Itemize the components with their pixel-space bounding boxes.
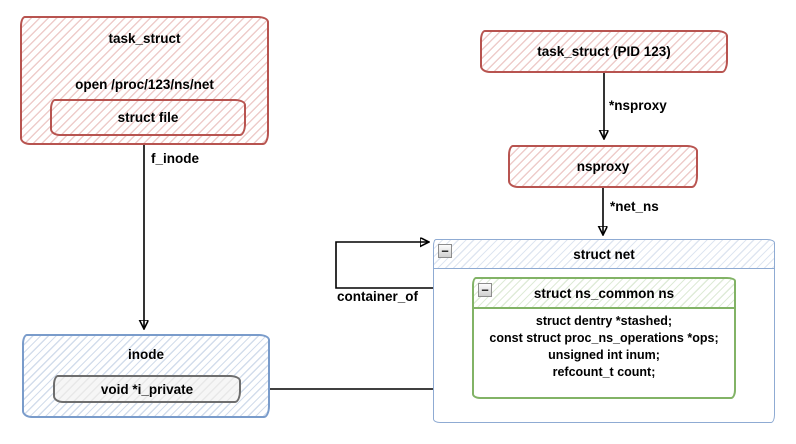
- node-title: struct ns_common ns: [533, 285, 675, 301]
- field-line: unsigned int inum;: [548, 348, 660, 362]
- minus-icon: −: [481, 283, 489, 297]
- node-title: task_struct: [108, 31, 181, 46]
- open-proc-path-text: open /proc/123/ns/net: [75, 77, 214, 92]
- node-title: inode: [128, 347, 164, 362]
- edge-label-container-of: container_of: [337, 289, 419, 304]
- node-title: struct file: [117, 110, 179, 125]
- field-line: struct dentry *stashed;: [535, 314, 673, 328]
- node-title: task_struct (PID 123): [537, 44, 671, 59]
- node-task-struct-pid[interactable]: task_struct (PID 123): [480, 30, 728, 73]
- field-line: const struct proc_ns_operations *ops;: [489, 331, 719, 345]
- minus-icon: −: [441, 244, 449, 258]
- node-title: void *i_private: [100, 381, 194, 397]
- ns-common-titlebar: struct ns_common ns: [474, 279, 734, 309]
- node-title: nsproxy: [576, 159, 630, 174]
- field-line: refcount_t count;: [552, 365, 656, 379]
- node-inode[interactable]: inode void *i_private: [22, 334, 270, 418]
- node-nsproxy[interactable]: nsproxy: [508, 145, 698, 188]
- edge-label-nsproxy: *nsproxy: [609, 98, 667, 113]
- collapse-button[interactable]: −: [438, 244, 452, 258]
- node-task-struct-open[interactable]: task_struct open /proc/123/ns/net struct…: [20, 16, 269, 145]
- ns-common-fields: struct dentry *stashed; const struct pro…: [474, 313, 734, 381]
- node-struct-net[interactable]: struct net − struct ns_common ns − struc…: [433, 239, 775, 423]
- edge-label-f-inode: f_inode: [151, 151, 200, 166]
- node-ns-common[interactable]: struct ns_common ns − struct dentry *sta…: [472, 277, 736, 399]
- node-struct-file[interactable]: struct file: [50, 99, 246, 136]
- node-title: struct net: [573, 246, 635, 262]
- struct-net-titlebar: struct net: [434, 240, 774, 269]
- collapse-button[interactable]: −: [478, 283, 492, 297]
- edge-label-net-ns: *net_ns: [610, 199, 659, 214]
- node-i-private[interactable]: void *i_private: [53, 375, 241, 403]
